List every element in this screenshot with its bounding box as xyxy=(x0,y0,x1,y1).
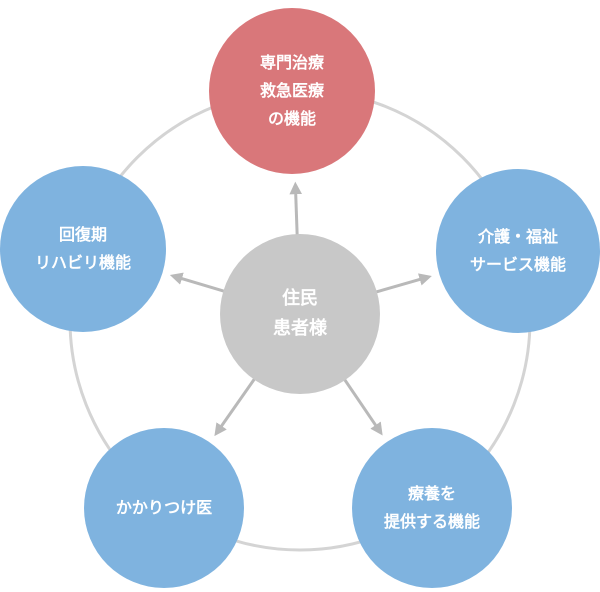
node-label-line: 療養を xyxy=(407,484,456,503)
node-specialized-treatment: 専門治療 救急医療 の機能 xyxy=(209,8,375,174)
node-rehabilitation: 回復期 リハビリ機能 xyxy=(0,166,166,332)
node-label-line: 救急医療 xyxy=(259,81,324,100)
node-label-line: 介護・福祉 xyxy=(477,227,558,246)
arrow-to-recuperation xyxy=(342,377,383,436)
arrow-to-specialized-treatment xyxy=(289,181,303,237)
node-label-line: 専門治療 xyxy=(259,53,324,72)
node-label-line: 提供する機能 xyxy=(383,512,480,531)
node-care-welfare: 介護・福祉 サービス機能 xyxy=(436,169,600,333)
arrow-to-rehabilitation xyxy=(169,272,226,294)
center-node-residents-patients: 住民 患者様 xyxy=(220,234,380,394)
node-label-line: の機能 xyxy=(267,109,316,128)
node-label-line: かかりつけ医 xyxy=(115,498,213,517)
node-family-doctor: かかりつけ医 xyxy=(84,428,244,588)
arrow-group xyxy=(169,181,432,437)
node-label-line: サービス機能 xyxy=(469,255,566,274)
node-recuperation: 療養を 提供する機能 xyxy=(352,428,512,588)
center-node-line-2: 患者様 xyxy=(273,318,327,339)
node-label-line: 回復期 xyxy=(58,225,107,244)
center-node-line-1: 住民 xyxy=(282,288,318,309)
node-label-line: リハビリ機能 xyxy=(34,253,131,272)
arrow-to-family-doctor xyxy=(214,377,257,437)
arrow-to-care-welfare xyxy=(374,273,432,294)
